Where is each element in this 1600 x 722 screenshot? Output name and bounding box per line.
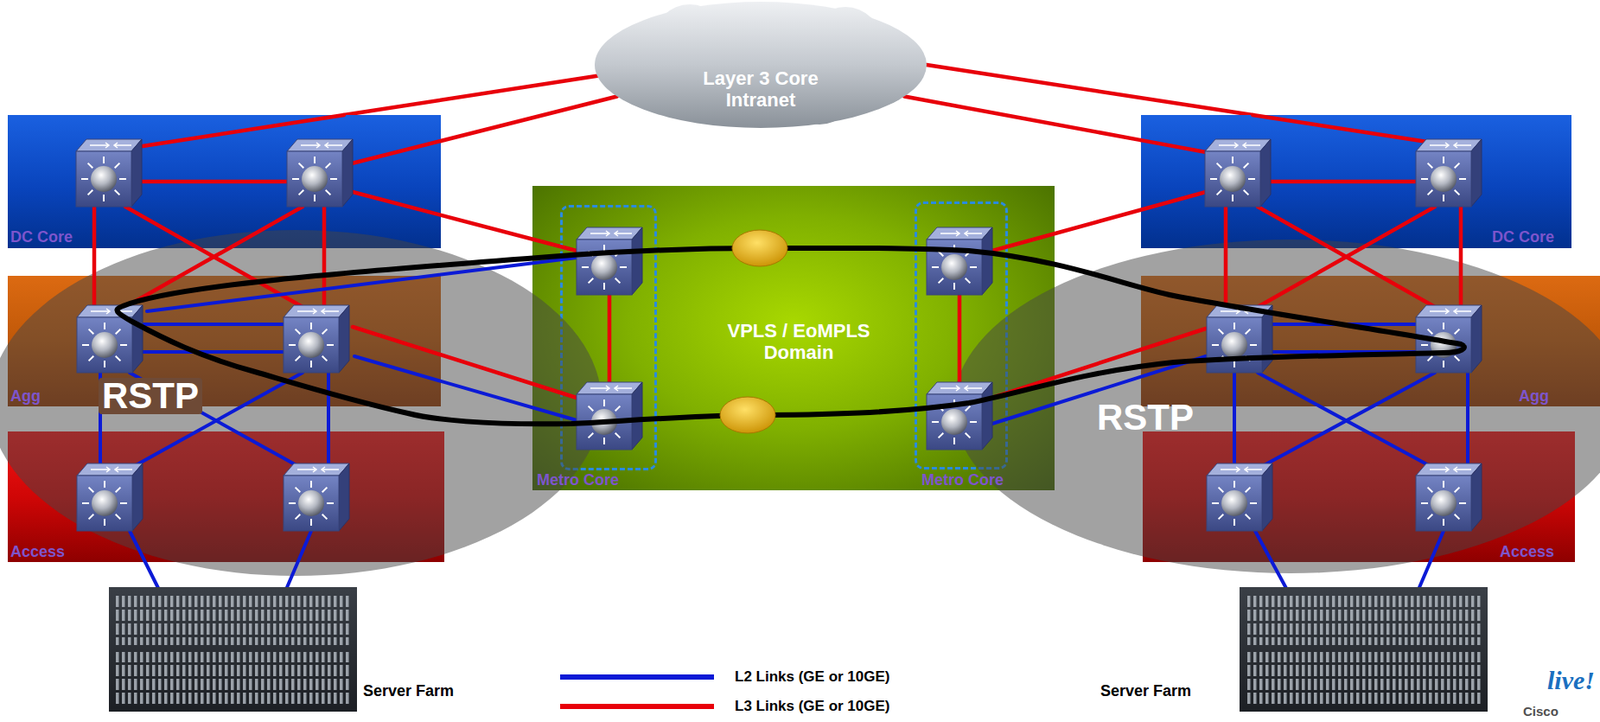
node-label: RSTP: [1096, 399, 1194, 436]
node-label: RSTP: [98, 377, 203, 415]
text-holder: Access: [10, 542, 65, 561]
text-holder: Access: [1499, 542, 1555, 561]
logo-text: Cisco: [1523, 703, 1559, 719]
caption-label: Server Farm: [1100, 682, 1192, 701]
text-holder: DC Core: [10, 228, 73, 247]
text-holder: live!: [1547, 665, 1595, 695]
network-cloud: Layer 3 Core Intranet: [594, 1, 927, 128]
l3-link: [440, 96, 618, 141]
node-label: Access: [1499, 542, 1555, 561]
text-holder: Agg: [10, 387, 41, 406]
logo-text: live!: [1547, 665, 1595, 695]
text-holder: Metro Core: [921, 471, 1004, 490]
legend-entry: L2 Links (GE or 10GE): [734, 668, 891, 686]
node-label: Access: [10, 542, 65, 561]
text-holder: VPLS / EoMPLS Domain: [712, 319, 886, 364]
text-holder: RSTP: [1096, 399, 1194, 436]
text-holder: RSTP: [98, 377, 203, 415]
text-holder: Layer 3 Core Intranet: [674, 67, 848, 112]
caption-label: Server Farm: [363, 682, 454, 701]
node-label: DC Core: [10, 228, 73, 247]
node-label: Metro Core: [536, 471, 619, 490]
legend-label: L2 Links (GE or 10GE): [734, 668, 891, 686]
legend-entry: L3 Links (GE or 10GE): [734, 697, 891, 715]
l3-link: [904, 96, 1142, 141]
text-holder: Agg: [1518, 387, 1550, 406]
node-label: Agg: [1518, 387, 1550, 406]
node-label: Agg: [10, 387, 41, 406]
text-holder: DC Core: [1491, 228, 1555, 247]
node-label: VPLS / EoMPLS Domain: [712, 319, 886, 364]
text-holder: Server Farm: [1100, 682, 1192, 701]
node-label: Metro Core: [921, 471, 1004, 490]
text-holder: Metro Core: [536, 471, 619, 490]
text-holder: Server Farm: [363, 682, 454, 701]
node-label: DC Core: [1491, 228, 1555, 247]
text-holder: Cisco: [1523, 703, 1559, 720]
node-label: Layer 3 Core Intranet: [674, 67, 848, 112]
l3-link: [926, 64, 1253, 115]
legend-label: L3 Links (GE or 10GE): [734, 697, 891, 715]
